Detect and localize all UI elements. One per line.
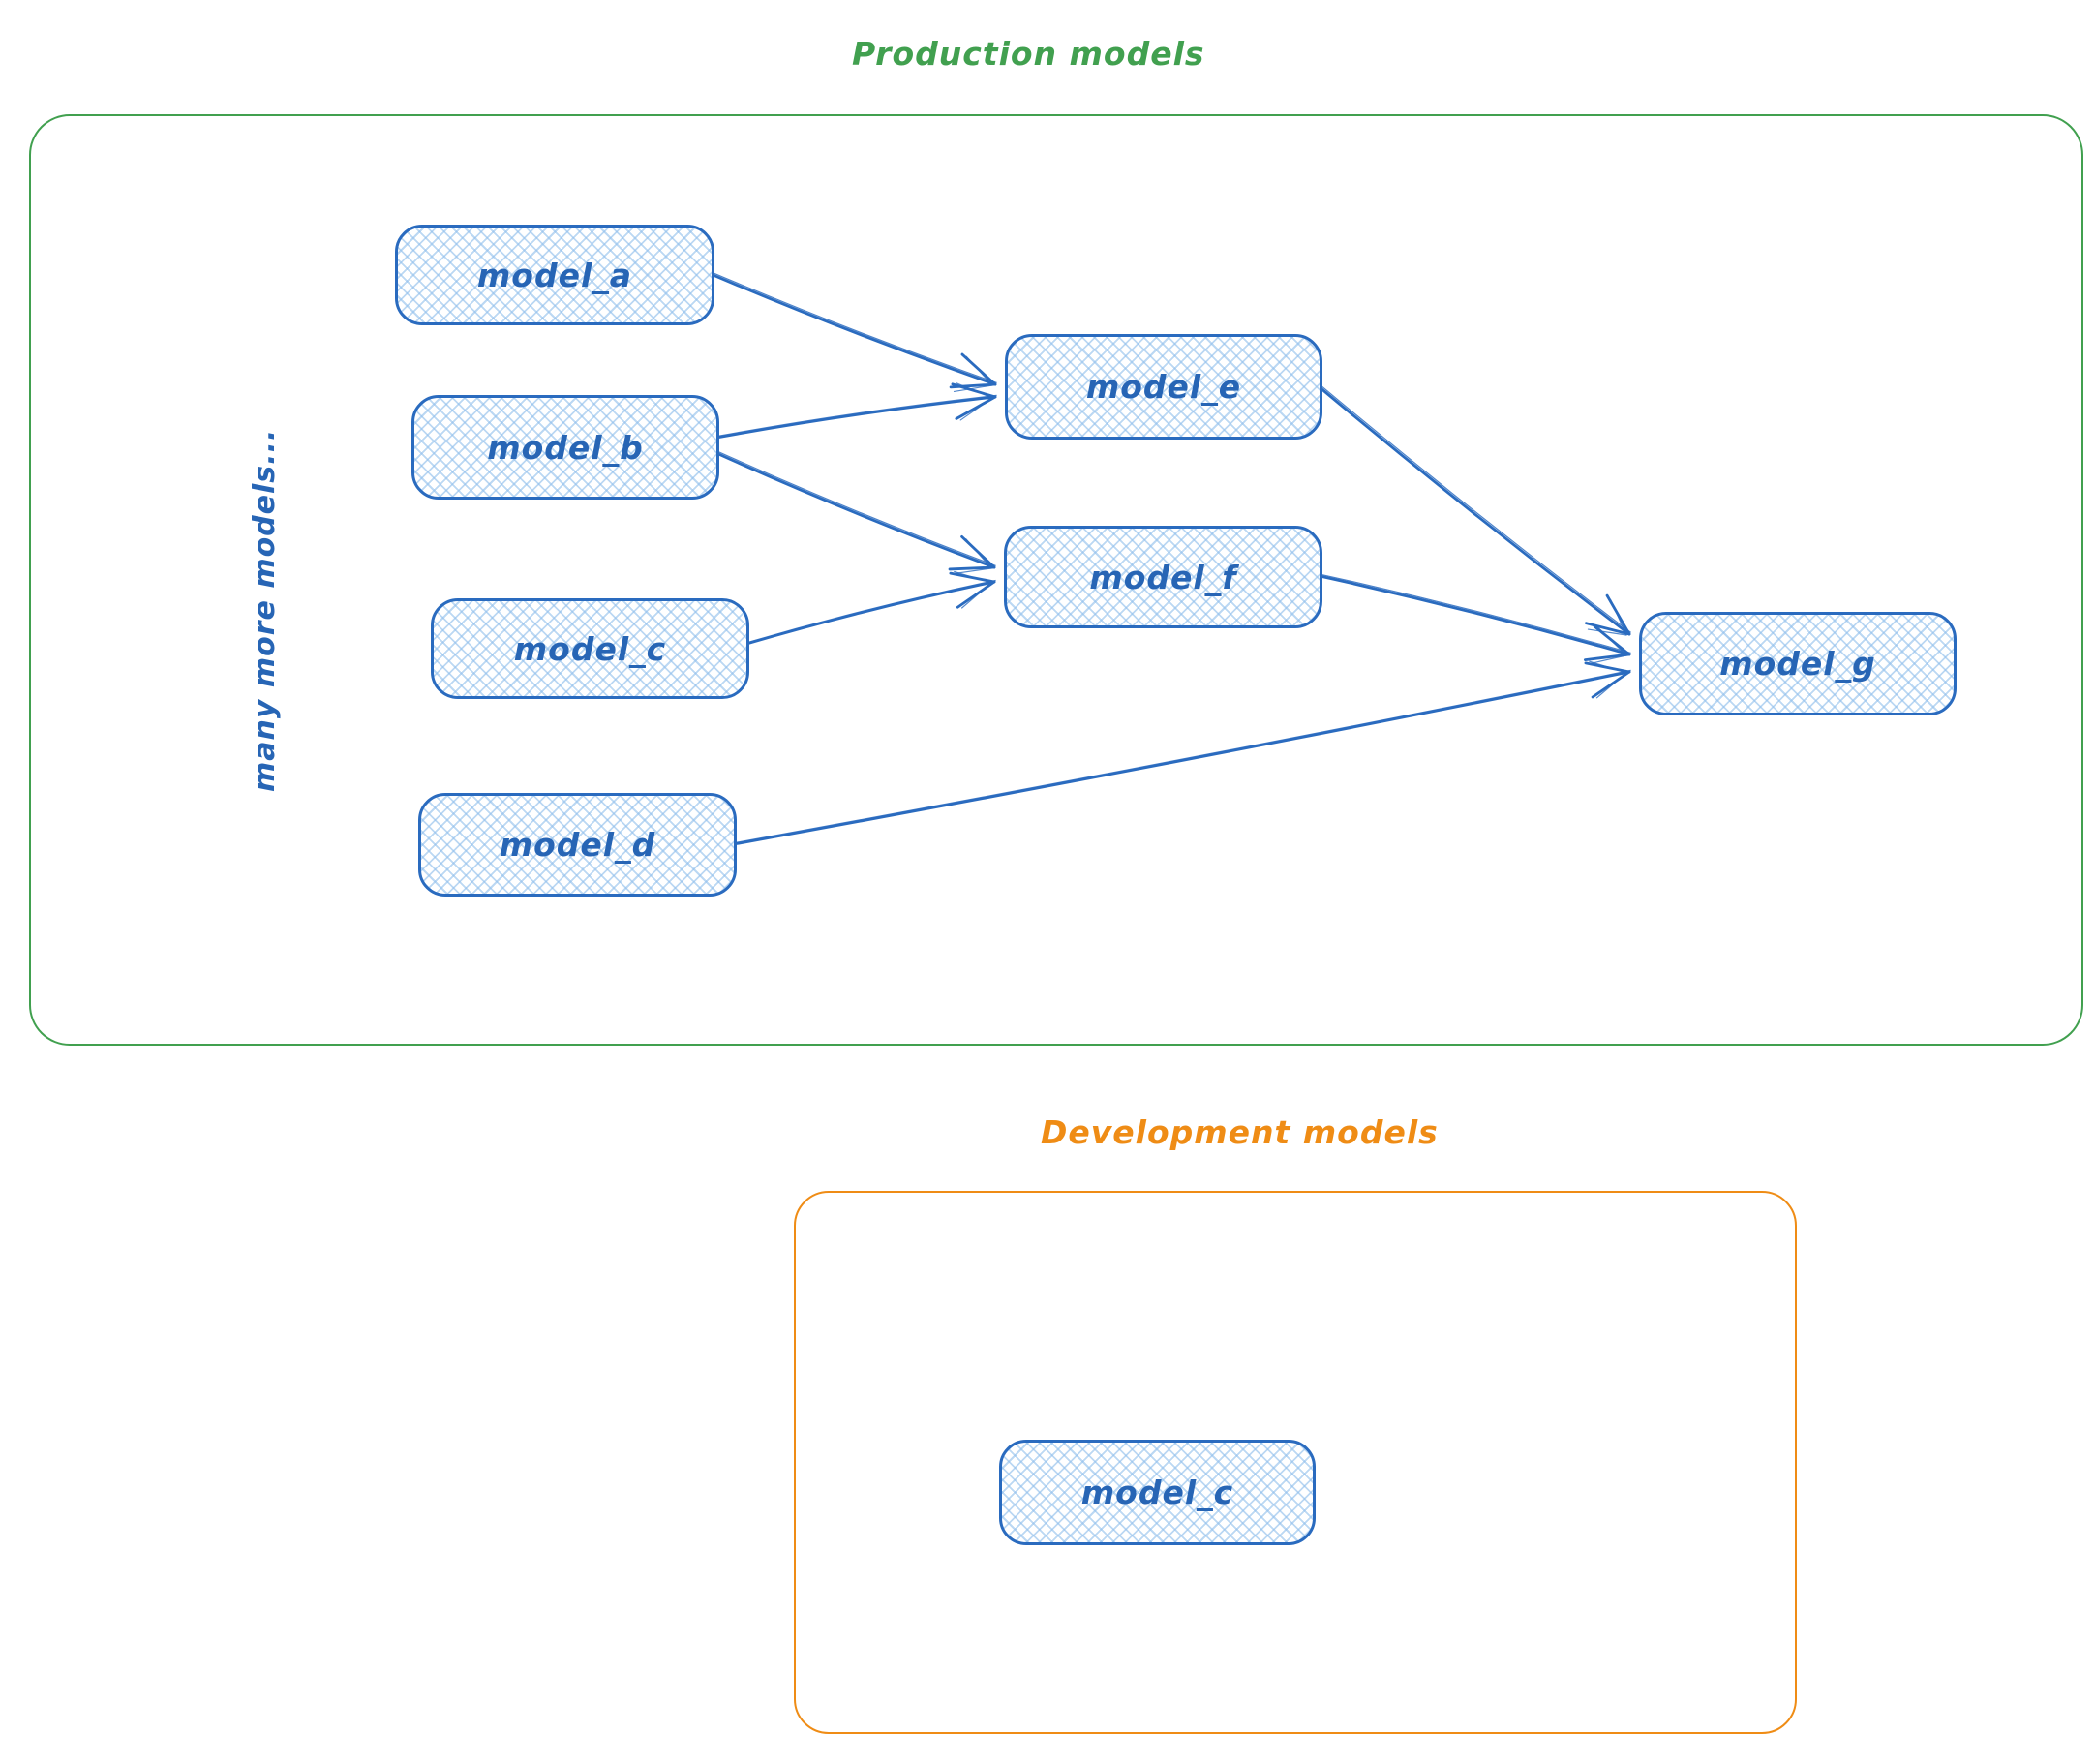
node-model-c-development-label: model_c (1080, 1474, 1234, 1511)
development-models-container (794, 1191, 1797, 1734)
node-model-f-label: model_f (1089, 558, 1237, 596)
node-model-a: model_a (395, 225, 714, 325)
node-model-f: model_f (1004, 526, 1322, 628)
node-model-c-development: model_c (999, 1440, 1316, 1545)
node-model-g-label: model_g (1719, 645, 1876, 683)
node-model-b: model_b (411, 395, 719, 500)
production-models-title: Production models (852, 35, 1205, 73)
node-model-a-label: model_a (476, 256, 633, 294)
node-model-b-label: model_b (487, 428, 644, 467)
development-models-title: Development models (1041, 1113, 1439, 1151)
node-model-e-label: model_e (1085, 368, 1242, 406)
node-model-d: model_d (418, 793, 737, 897)
node-model-c: model_c (431, 598, 749, 699)
many-more-models-label: many more models... (248, 428, 282, 792)
node-model-g: model_g (1639, 612, 1957, 715)
production-models-container (29, 114, 2083, 1046)
node-model-d-label: model_d (499, 826, 656, 864)
node-model-e: model_e (1005, 334, 1322, 440)
node-model-c-label: model_c (513, 629, 667, 668)
